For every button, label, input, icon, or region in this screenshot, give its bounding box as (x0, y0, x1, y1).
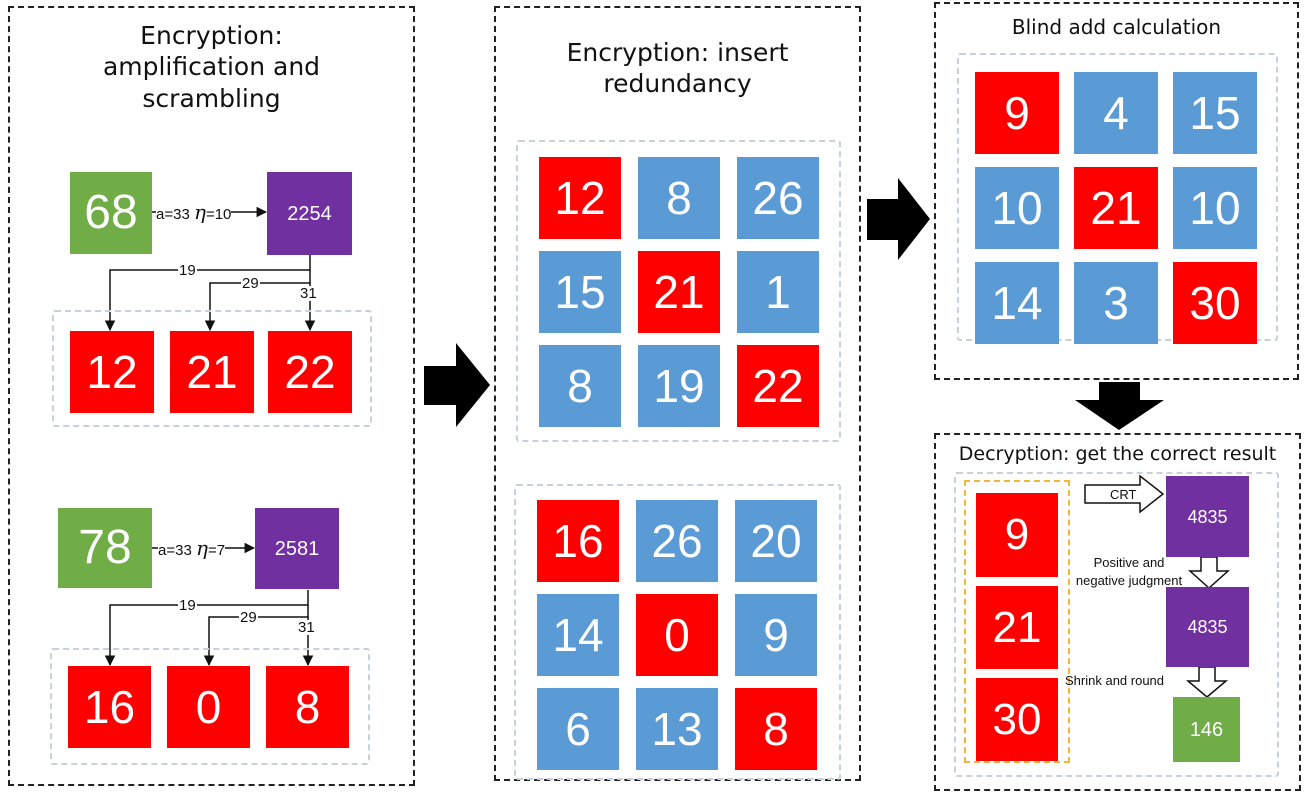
panel-decryption (934, 433, 1301, 791)
residue-node: 22 (268, 331, 352, 413)
modulus-label: 31 (299, 285, 318, 302)
grid-cell: 4 (1074, 72, 1158, 154)
amplified-node: 2581 (255, 508, 339, 589)
grid-cell: 3 (1074, 262, 1158, 344)
grid-cell: 30 (1173, 262, 1257, 344)
param-a: a=33 (156, 206, 190, 223)
residue-node: 8 (266, 666, 349, 748)
panel-insert-redundancy (494, 6, 861, 781)
grid-cell: 21 (1074, 167, 1158, 249)
modulus-label: 19 (178, 597, 197, 614)
result-residue: 9 (976, 493, 1058, 577)
judged-result-node: 4835 (1166, 587, 1249, 667)
param-a: a=33 (158, 542, 192, 559)
grid-cell: 8 (539, 345, 621, 427)
grid-cell: 21 (638, 251, 720, 333)
panel-title: Blind add calculation (1011, 15, 1222, 39)
grid-cell: 6 (537, 688, 619, 770)
eta-symbol: η (193, 200, 206, 224)
amplified-node: 2254 (267, 172, 352, 255)
grid-cell: 15 (539, 251, 621, 333)
grid-cell: 1 (737, 251, 819, 333)
grid-cell: 20 (735, 500, 817, 582)
grid-cell: 12 (539, 157, 621, 239)
final-result-node: 146 (1173, 697, 1240, 762)
judgment-label: Positive and negative judgment (1075, 555, 1183, 588)
result-residue: 30 (976, 678, 1058, 761)
amplify-params-label: a=33 η=10 (156, 200, 232, 224)
plaintext-node: 68 (70, 172, 152, 254)
grid-cell: 14 (975, 262, 1059, 344)
block-arrow-down (1075, 382, 1164, 430)
residue-node: 0 (167, 666, 250, 748)
grid-cell: 19 (638, 345, 720, 427)
grid-cell: 22 (737, 345, 819, 427)
grid-cell: 10 (975, 167, 1059, 249)
panel-title: Decryption: get the correct result (958, 443, 1277, 465)
block-arrow-right-2 (867, 178, 930, 260)
grid-cell: 26 (737, 157, 819, 239)
grid-cell: 10 (1173, 167, 1257, 249)
residue-node: 21 (170, 331, 254, 413)
plaintext-node: 78 (58, 508, 152, 588)
crt-result-node: 4835 (1166, 476, 1249, 557)
modulus-label: 29 (239, 609, 258, 626)
block-arrow-right-1 (424, 343, 490, 427)
residue-group (50, 648, 370, 765)
residue-group (52, 310, 372, 427)
modulus-label: 19 (178, 262, 197, 279)
grid-cell: 13 (636, 688, 718, 770)
residue-node: 12 (70, 331, 154, 413)
grid-cell: 0 (636, 594, 718, 676)
grid-cell: 9 (735, 594, 817, 676)
grid-cell: 8 (638, 157, 720, 239)
grid-cell: 26 (636, 500, 718, 582)
grid-cell: 8 (735, 688, 817, 770)
modulus-label: 31 (297, 619, 316, 636)
panel-encryption-scrambling (8, 6, 415, 786)
eta-symbol: η (195, 536, 208, 560)
crt-label: CRT (1110, 487, 1137, 502)
panel-title: Encryption: insert redundancy (566, 38, 789, 99)
grid-cell: 16 (537, 500, 619, 582)
grid-cell: 14 (537, 594, 619, 676)
redundancy-grid-1 (516, 140, 841, 442)
residue-column (964, 480, 1070, 763)
grid-cell: 15 (1173, 72, 1257, 154)
amplify-params-label: a=33 η=7 (158, 536, 226, 560)
redundancy-grid-2 (514, 484, 841, 780)
panel-blind-add (934, 2, 1299, 380)
eta-value: =7 (207, 542, 226, 559)
shrink-label: Shrink and round (1065, 673, 1165, 688)
residue-node: 16 (68, 666, 151, 748)
panel-title: Encryption: amplification and scrambling (102, 21, 321, 113)
decryption-area (954, 472, 1279, 777)
modulus-label: 29 (241, 275, 260, 292)
eta-value: =10 (205, 206, 232, 223)
grid-cell: 9 (975, 72, 1059, 154)
result-residue: 21 (976, 586, 1058, 669)
